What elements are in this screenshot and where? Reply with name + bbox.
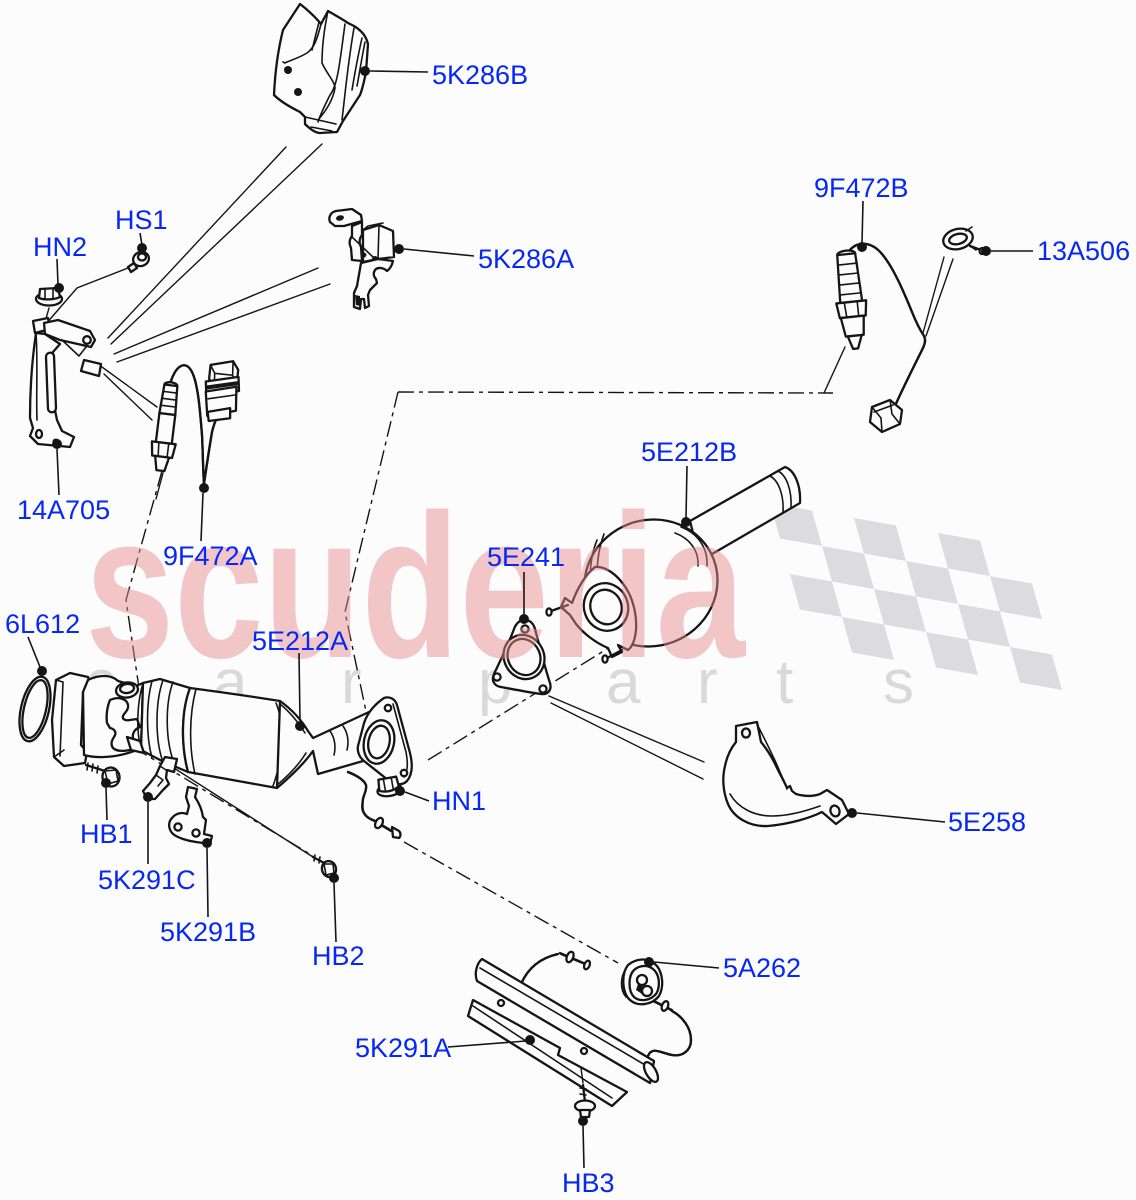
svg-text:scuderia: scuderia [85,472,747,701]
svg-text:HB2: HB2 [312,941,365,971]
svg-text:5E241: 5E241 [487,542,565,572]
svg-text:14A705: 14A705 [17,495,110,525]
svg-text:HN2: HN2 [33,232,87,262]
svg-text:5E258: 5E258 [948,807,1026,837]
svg-text:5K291B: 5K291B [160,917,256,947]
svg-text:6L612: 6L612 [5,609,80,639]
svg-text:13A506: 13A506 [1037,236,1130,266]
svg-text:5E212A: 5E212A [252,626,348,656]
svg-text:9F472A: 9F472A [163,541,258,571]
svg-text:5K291A: 5K291A [355,1033,451,1063]
svg-text:5E212B: 5E212B [641,437,737,467]
svg-text:HB3: HB3 [562,1168,615,1198]
svg-text:5K291C: 5K291C [98,865,196,895]
svg-text:9F472B: 9F472B [814,173,909,203]
svg-text:5K286A: 5K286A [478,244,574,274]
svg-text:5K286B: 5K286B [432,60,528,90]
svg-text:HB1: HB1 [80,819,133,849]
svg-text:5A262: 5A262 [723,953,801,983]
svg-text:HS1: HS1 [115,205,168,235]
svg-text:HN1: HN1 [432,786,486,816]
